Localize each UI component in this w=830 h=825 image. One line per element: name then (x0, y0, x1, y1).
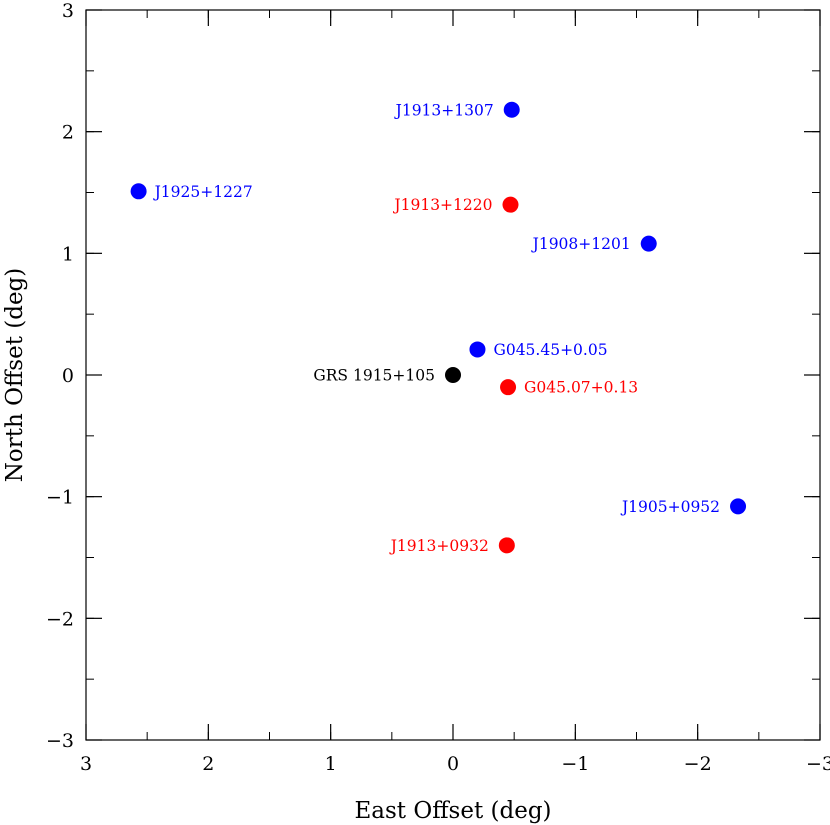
data-point (503, 101, 520, 118)
y-tick-label: −1 (46, 487, 74, 509)
data-point (500, 379, 517, 396)
x-tick-label: 0 (447, 753, 459, 775)
x-axis-label: East Offset (deg) (354, 798, 551, 824)
y-tick-label: 3 (62, 0, 74, 22)
data-point (730, 498, 747, 515)
data-point-label: J1905+0952 (620, 498, 720, 516)
data-point-label: G045.45+0.05 (493, 341, 607, 359)
axis-tick-labels: 3 2 1 0 −1 −2 −3 3 2 1 0 −1 −2 −3 (46, 0, 830, 775)
x-tick-label: 3 (80, 753, 92, 775)
axis-ticks (85, 9, 821, 741)
y-tick-label: −2 (46, 608, 74, 630)
data-point-labels: J1913+1307J1925+1227J1913+1220J1908+1201… (153, 101, 720, 555)
x-tick-label: −2 (684, 753, 712, 775)
y-tick-label: 2 (62, 122, 74, 144)
x-tick-label: −3 (806, 753, 830, 775)
data-point (445, 367, 461, 383)
data-point-label: J1913+0932 (389, 537, 489, 555)
data-point (469, 341, 486, 358)
data-point (130, 183, 147, 200)
data-point-label: GRS 1915+105 (313, 367, 435, 385)
x-tick-label: 2 (202, 753, 214, 775)
data-point (640, 235, 657, 252)
x-tick-label: 1 (325, 753, 337, 775)
data-point-label: J1908+1201 (531, 235, 631, 253)
data-points (130, 101, 747, 554)
data-point-label: J1913+1220 (392, 196, 492, 214)
data-point-label: J1925+1227 (153, 183, 253, 201)
y-tick-label: 0 (62, 365, 74, 387)
y-tick-label: 1 (62, 243, 74, 265)
y-axis-label: North Offset (deg) (2, 268, 28, 483)
y-tick-label: −3 (46, 730, 74, 752)
data-point-label: J1913+1307 (394, 101, 494, 119)
x-tick-label: −1 (561, 753, 589, 775)
data-point (498, 537, 515, 554)
data-point-label: G045.07+0.13 (524, 379, 638, 397)
data-point (502, 196, 519, 213)
